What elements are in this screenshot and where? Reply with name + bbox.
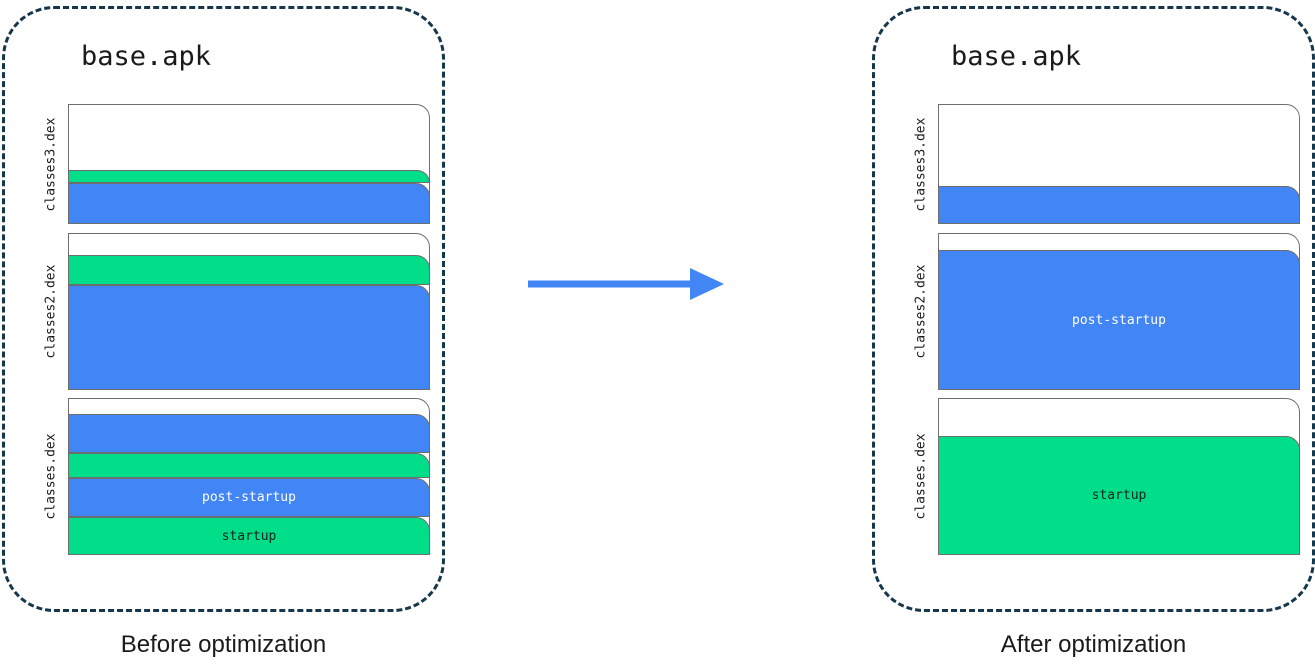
dex-label: classes3.dex — [908, 104, 934, 224]
dex-segment-post-startup — [68, 413, 430, 453]
caption-before-optimization: Before optimization — [120, 631, 327, 658]
apk-title-before: base.apk — [81, 41, 212, 72]
apk-title-after: base.apk — [951, 41, 1082, 72]
apk-panel-after: base.apk — [872, 6, 1315, 612]
dex-label: classes.dex — [908, 398, 934, 555]
dex-label-text: classes.dex — [43, 433, 59, 520]
dex-label: classes2.dex — [38, 233, 64, 390]
dex-segment-startup — [68, 170, 430, 184]
dex-free-space — [68, 398, 430, 414]
dex-label: classes.dex — [38, 398, 64, 555]
dex-segment-post-startup — [938, 185, 1300, 224]
dex-group-after-1: classes2.dex post-startup — [908, 233, 1300, 390]
dex-segment-startup — [68, 254, 430, 285]
dex-group-after-0: classes3.dex — [908, 104, 1300, 224]
dex-segment-post-startup: post-startup — [938, 250, 1300, 390]
dex-segment-label: post-startup — [202, 490, 296, 506]
dex-segments: startup — [938, 398, 1300, 555]
dex-label-text: classes3.dex — [913, 117, 929, 211]
dex-label-text: classes.dex — [913, 433, 929, 520]
dex-group-before-1: classes2.dex — [38, 233, 430, 390]
dex-segments — [68, 233, 430, 390]
right-arrow-icon — [520, 262, 726, 306]
dex-segment-startup — [68, 452, 430, 479]
dex-free-space — [68, 233, 430, 255]
dex-label-text: classes3.dex — [43, 117, 59, 211]
dex-label-text: classes2.dex — [913, 264, 929, 359]
dex-segments: post-startup startup — [68, 398, 430, 555]
dex-segments: post-startup — [938, 233, 1300, 390]
caption-after-optimization: After optimization — [1000, 631, 1187, 658]
dex-free-space — [68, 104, 430, 170]
dex-segment-label: post-startup — [1072, 312, 1166, 328]
dex-label: classes3.dex — [38, 104, 64, 224]
dex-segment-post-startup: post-startup — [68, 478, 430, 518]
dex-segment-label: startup — [221, 528, 277, 544]
dex-group-after-2: classes.dex startup — [908, 398, 1300, 555]
dex-free-space — [938, 233, 1300, 250]
dex-label-text: classes2.dex — [43, 264, 59, 359]
dex-segment-post-startup — [68, 284, 430, 390]
dex-group-before-2: classes.dex post-startup startup — [38, 398, 430, 555]
dex-segment-startup: startup — [68, 517, 430, 555]
apk-panel-before: base.apk — [2, 6, 445, 612]
dex-segment-label: startup — [1091, 487, 1147, 503]
dex-segments — [938, 104, 1300, 224]
dex-segments — [68, 104, 430, 224]
dex-free-space — [938, 104, 1300, 186]
dex-segment-post-startup — [68, 183, 430, 224]
dex-group-before-0: classes3.dex — [38, 104, 430, 224]
dex-free-space — [938, 398, 1300, 436]
dex-segment-startup: startup — [938, 435, 1300, 555]
dex-label: classes2.dex — [908, 233, 934, 390]
